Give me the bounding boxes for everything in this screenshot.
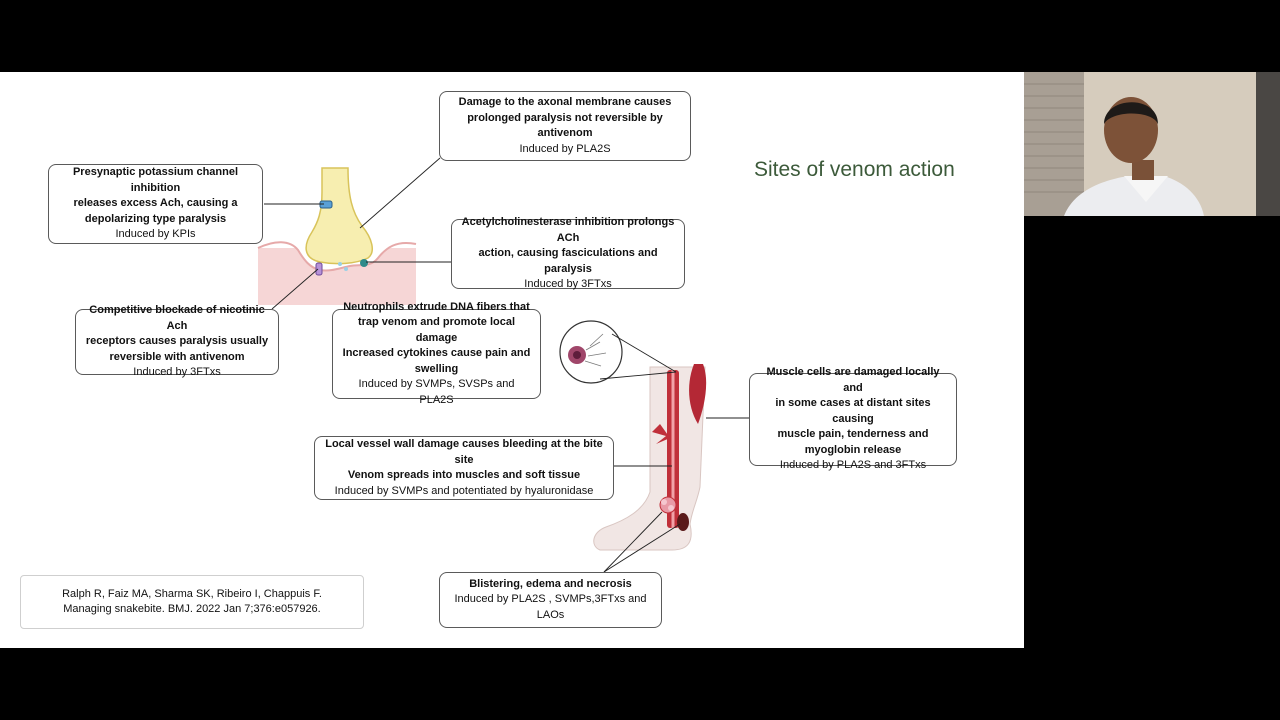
box-induced: Induced by KPIs — [115, 228, 196, 241]
box-text: Damage to the axonal membrane causes — [458, 96, 672, 108]
box-induced: Induced by 3FTxs — [524, 278, 612, 291]
slide-title: Sites of venom action — [754, 158, 955, 181]
muscle-damage-box: Muscle cells are damaged locally and in … — [749, 366, 957, 471]
presenter-video-frame — [1024, 72, 1280, 216]
competitive-blockade-box: Competitive blockade of nicotinic Ach re… — [75, 304, 279, 378]
vessel-damage-box: Local vessel wall damage causes bleeding… — [314, 436, 614, 500]
box-text: Competitive blockade of nicotinic Ach — [89, 304, 265, 332]
box-text: Presynaptic potassium channel inhibition — [72, 166, 239, 194]
presenter-webcam — [1024, 72, 1280, 216]
acetylcholinesterase — [360, 259, 368, 267]
connector-lines — [264, 157, 749, 573]
box-text: depolarizing type paralysis — [84, 212, 227, 225]
box-text: trap venom and promote local damage — [357, 316, 516, 344]
presynaptic-box: Presynaptic potassium channel inhibition… — [48, 164, 263, 244]
leg-illustration — [593, 364, 707, 551]
box-text: prolonged paralysis not reversible by an… — [467, 111, 663, 140]
reference-line: Managing snakebite. BMJ. 2022 Jan 7;376:… — [63, 603, 321, 615]
box-text: action, causing fasciculations and paral… — [478, 247, 658, 275]
blistering-box: Blistering, edema and necrosis Induced b… — [439, 572, 662, 628]
box-text: in some cases at distant sites causing — [775, 397, 931, 425]
box-text: reversible with antivenom — [109, 350, 245, 363]
box-induced: Induced by SVMPs, SVSPs and PLA2S — [358, 378, 515, 406]
slide: Sites of venom action Damage to the axon… — [0, 72, 1024, 648]
box-text: releases excess Ach, causing a — [73, 197, 238, 210]
box-induced: Induced by SVMPs and potentiated by hyal… — [334, 484, 594, 497]
ach-receptor — [315, 262, 323, 276]
box-text: muscle pain, tenderness and — [777, 428, 929, 441]
neutrophils-box: Neutrophils extrude DNA fibers that trap… — [332, 301, 541, 406]
box-induced: Induced by PLA2S — [519, 142, 611, 155]
box-induced: Induced by PLA2S and 3FTxs — [779, 459, 927, 472]
box-text: Blistering, edema and necrosis — [469, 577, 632, 590]
box-induced: Induced by PLA2S , SVMPs,3FTxs and LAOs — [454, 593, 647, 621]
muscle — [689, 364, 707, 424]
axonal-damage-box: Damage to the axonal membrane causes pro… — [439, 91, 691, 161]
box-text: Neutrophils extrude DNA fibers that — [343, 300, 530, 313]
box-text: swelling — [414, 362, 459, 375]
axon-terminal — [305, 167, 373, 265]
reference-citation: Ralph R, Faiz MA, Sharma SK, Ribeiro I, … — [20, 575, 364, 629]
box-text: Acetylcholinesterase inhibition prolongs… — [461, 216, 675, 244]
neutrophil-inset — [559, 320, 623, 384]
synapse-illustration — [257, 167, 417, 305]
bite-site — [652, 424, 670, 444]
diagram-illustration — [257, 157, 749, 573]
box-text: Local vessel wall damage causes bleeding… — [325, 438, 603, 466]
potassium-channel — [319, 200, 333, 209]
box-induced: Induced by 3FTxs — [133, 366, 221, 379]
reference-line: Ralph R, Faiz MA, Sharma SK, Ribeiro I, … — [62, 587, 322, 600]
box-text: Increased cytokines cause pain and — [342, 347, 531, 360]
box-text: Muscle cells are damaged locally and — [766, 366, 940, 394]
box-text: myoglobin release — [804, 443, 902, 456]
acetylcholinesterase-box: Acetylcholinesterase inhibition prolongs… — [451, 216, 685, 290]
box-text: Venom spreads into muscles and soft tiss… — [347, 469, 581, 481]
box-text: receptors causes paralysis usually — [85, 335, 269, 348]
necrosis — [677, 513, 689, 531]
